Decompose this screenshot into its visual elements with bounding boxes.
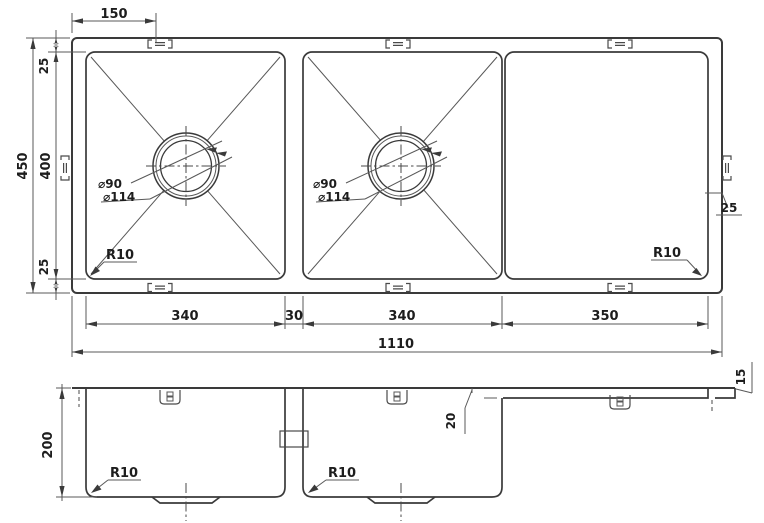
side-bowl1-r10-callout: R10: [91, 466, 141, 493]
clip-icon: [60, 155, 70, 181]
bowl2-drain-centerlines: [361, 126, 441, 206]
clip-icon: [159, 389, 181, 405]
dim-200: 200: [41, 384, 97, 501]
dim-25-400-25: 25 400 25: [37, 30, 86, 300]
drainer-r10-label: R10: [653, 246, 681, 261]
bowl1-r10-label: R10: [106, 248, 134, 263]
dim-400-label: 400: [39, 152, 54, 179]
bowl2-plan: [302, 51, 503, 280]
clip-icon: [385, 39, 411, 49]
dim-1110: 1110: [71, 296, 723, 357]
dim-25-right: 25: [705, 192, 742, 216]
drainer-r10-callout: R10: [651, 246, 702, 276]
dim-20-label: 20: [444, 413, 458, 430]
dim-450: 450: [16, 37, 70, 294]
clip-icon: [147, 39, 173, 49]
dim-overall-width-label: 1110: [378, 337, 414, 352]
side-edge-centerline-stubs: [78, 390, 713, 413]
side-bowl1-r10-label: R10: [110, 466, 138, 481]
clip-icon: [147, 282, 173, 293]
bowl1-drain-outer-label: ⌀114: [103, 190, 135, 204]
dim-25-right-label: 25: [721, 201, 738, 215]
dim-15-label: 15: [734, 369, 748, 386]
bowl2-drain-inner-label: ⌀90: [313, 177, 337, 191]
mounting-clips-side: [159, 389, 631, 410]
bowl2-drain-callouts: ⌀90 ⌀114: [313, 140, 448, 204]
dim-25-bottom-label: 25: [37, 259, 51, 276]
clip-icon: [722, 155, 732, 181]
sink-outer-rim: [71, 37, 723, 294]
clip-icon: [386, 389, 408, 405]
dim-20: 20: [444, 388, 473, 434]
drainer-plan: [504, 51, 709, 280]
clip-icon: [609, 394, 631, 410]
dim-15: 15: [734, 362, 753, 394]
side-view: 200 R10 R10 20 15: [41, 362, 753, 521]
side-bowl2-profile: [302, 388, 503, 498]
bowl1-drain-callouts: ⌀90 ⌀114: [98, 140, 233, 204]
dim-bowl2-width-label: 340: [388, 309, 415, 324]
dim-200-label: 200: [41, 431, 56, 458]
dim-150: 150: [71, 7, 157, 42]
bowl1-drain-centerlines: [146, 126, 226, 206]
dim-drainer-width-label: 350: [591, 309, 618, 324]
bowl1-drain-inner-label: ⌀90: [98, 177, 122, 191]
dim-divider-label: 30: [285, 309, 303, 324]
side-bowl2-r10-label: R10: [328, 466, 356, 481]
clip-icon: [385, 282, 411, 293]
clip-icon: [607, 282, 633, 293]
side-drain-centerlines: [185, 483, 402, 521]
bowl1-plan: [85, 51, 286, 280]
clip-icon: [607, 39, 633, 49]
dim-25-top-label: 25: [37, 58, 51, 75]
dim-bowl1-width-label: 340: [171, 309, 198, 324]
bowl2-drain-outer-label: ⌀114: [318, 190, 350, 204]
dim-150-label: 150: [100, 7, 127, 22]
dim-450-label: 450: [16, 152, 31, 179]
plan-view: 150 450 25 400 25 25: [16, 7, 742, 357]
divider-connector: [279, 430, 309, 448]
dim-bottom-chain: 340 30 340 350: [85, 296, 709, 329]
bowl1-r10-callout: R10: [90, 248, 137, 276]
side-drainer-surface: [503, 388, 709, 399]
side-bowl2-r10-callout: R10: [308, 466, 359, 493]
side-rim-tab: [715, 388, 736, 399]
